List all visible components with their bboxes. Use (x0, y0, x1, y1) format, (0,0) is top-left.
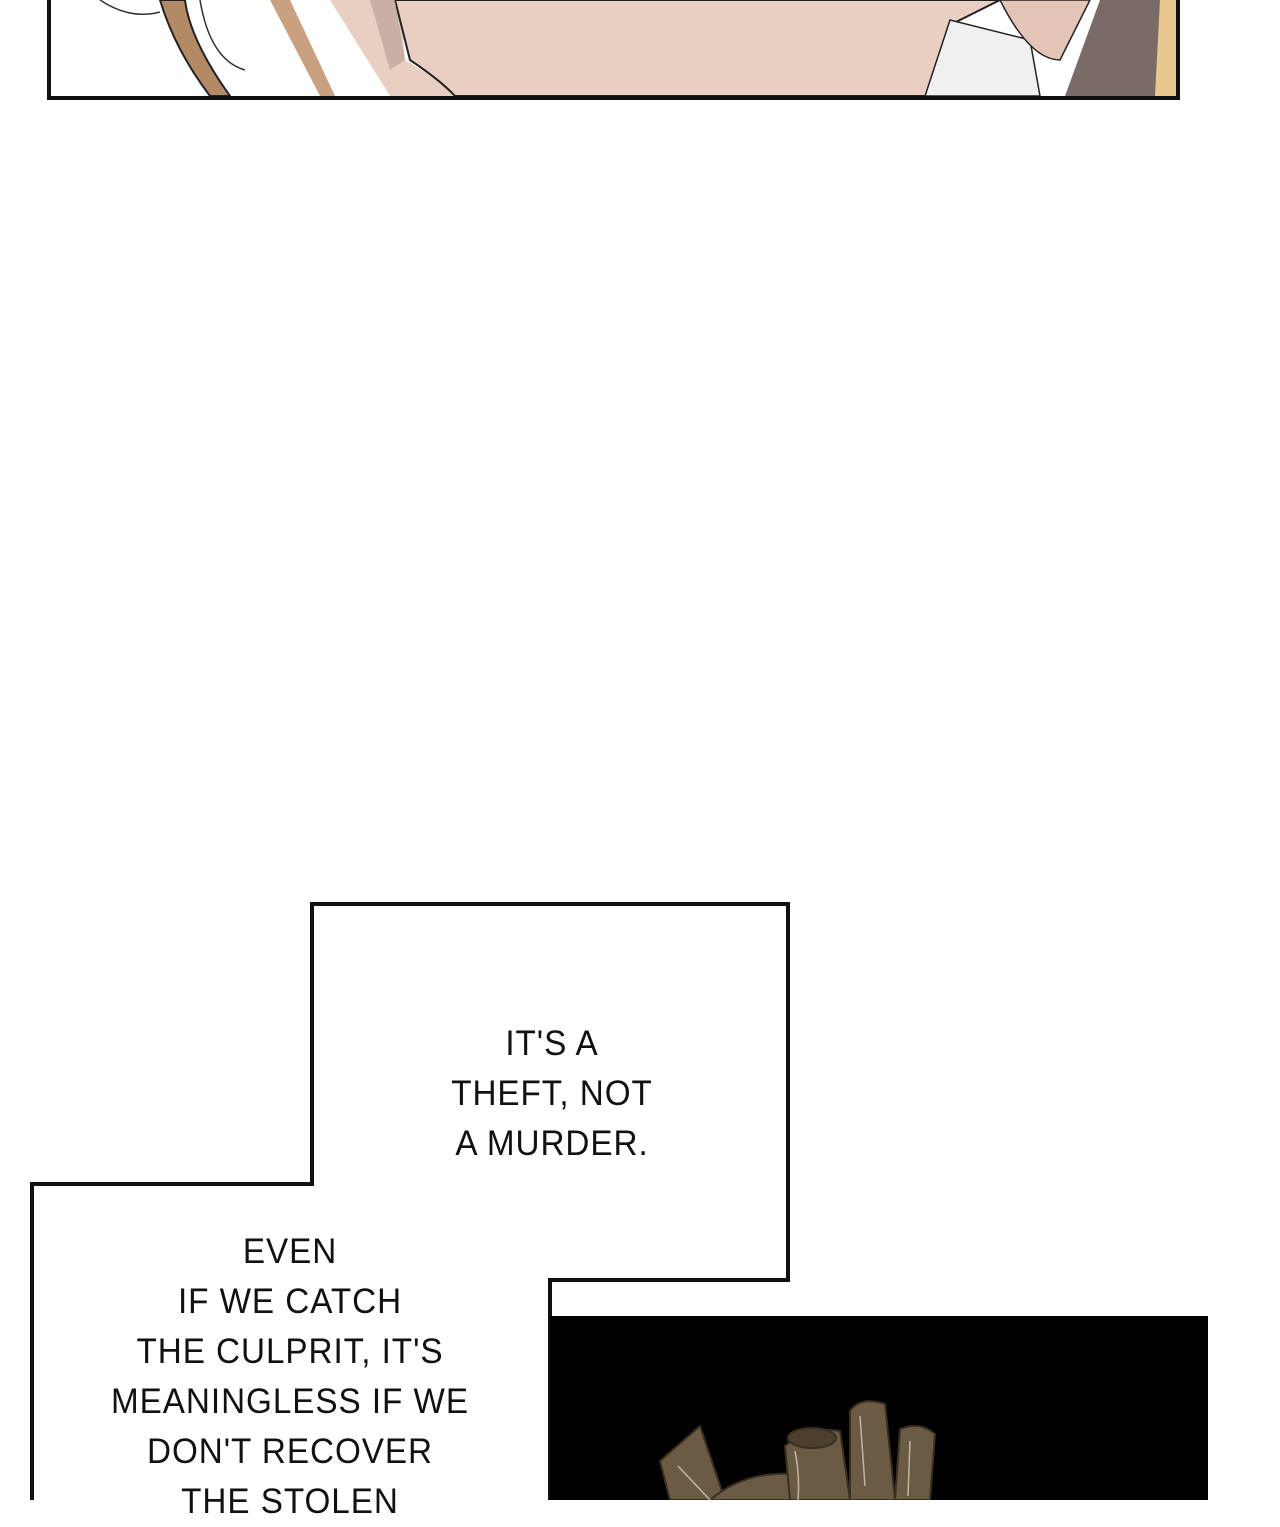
caption-line: IF WE CATCH (177, 1282, 403, 1321)
heart-panel (550, 1316, 1208, 1500)
caption-text-culprit: EVEN IF WE CATCH THE CULPRIT, IT'S MEANI… (81, 1227, 499, 1527)
caption-line: THE CULPRIT, IT'S (136, 1332, 444, 1371)
caption-line: THEFT, NOT (451, 1074, 653, 1113)
caption-line: THE STOLEN (181, 1482, 399, 1521)
top-panel-artwork (47, 0, 1180, 100)
caption-line: MEANINGLESS IF WE (111, 1382, 469, 1421)
caption-text-theft: IT'S A THEFT, NOT A MURDER. (410, 1019, 695, 1169)
caption-line: IT'S A (505, 1024, 599, 1063)
caption-line: A MURDER. (455, 1124, 649, 1163)
caption-line: DON'T RECOVER (147, 1432, 433, 1471)
caption-line: EVEN (242, 1232, 338, 1271)
